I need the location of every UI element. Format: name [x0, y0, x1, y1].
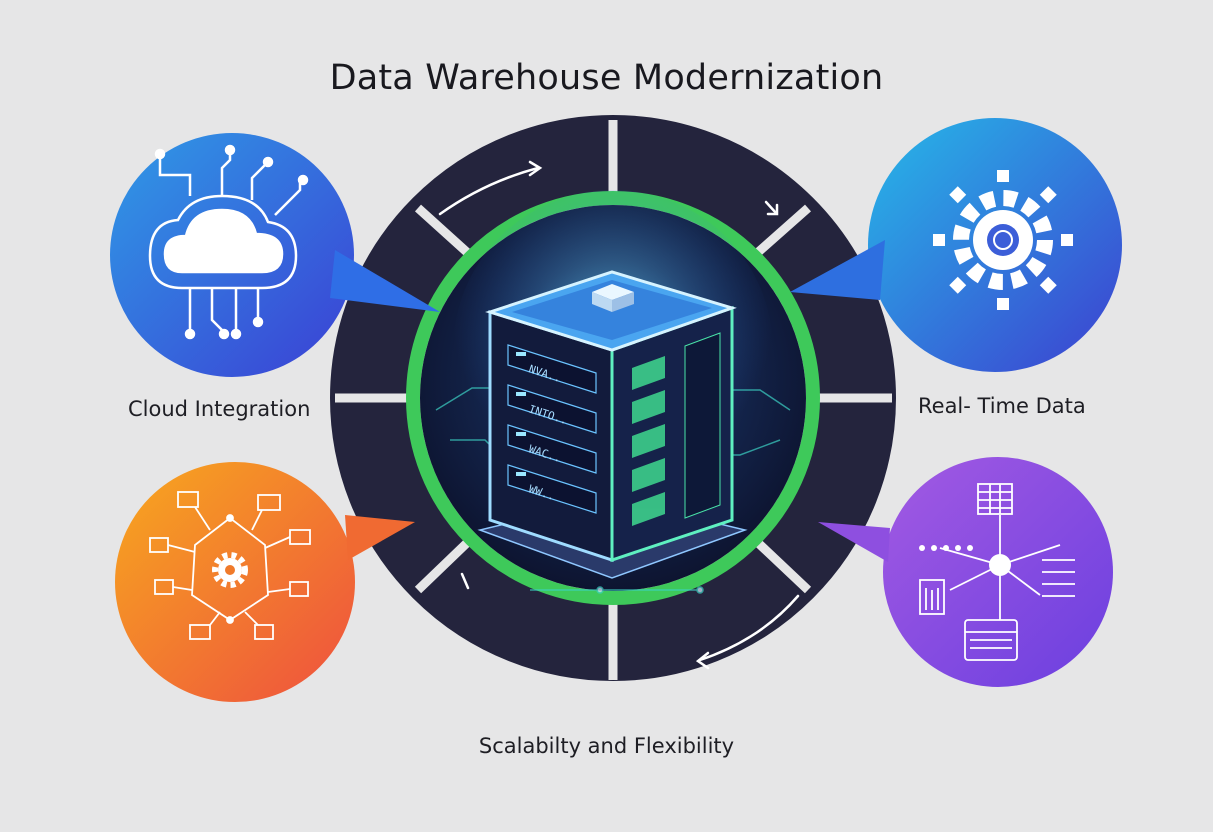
outer-ring [330, 115, 896, 681]
label-cloud-integration: Cloud Integration [128, 397, 311, 421]
server-tag-4: WW.. [527, 482, 556, 503]
gear-network-icon [149, 491, 311, 640]
server-tag-1: NVA.. [527, 362, 563, 385]
diagram-title: Data Warehouse Modernization [329, 58, 884, 98]
gear-icon [933, 170, 1073, 310]
label-real-time-data: Real- Time Data [918, 394, 1086, 418]
data-hub-icon [919, 483, 1075, 661]
label-scalability: Scalabilty and Flexibility [478, 734, 735, 758]
server-tag-2: INTO.. [527, 402, 569, 427]
server-cube-icon [477, 270, 748, 579]
server-tag-3: WAC.. [527, 442, 563, 465]
gear-network-node [115, 462, 415, 702]
cloud-circuit-icon [148, 144, 309, 340]
